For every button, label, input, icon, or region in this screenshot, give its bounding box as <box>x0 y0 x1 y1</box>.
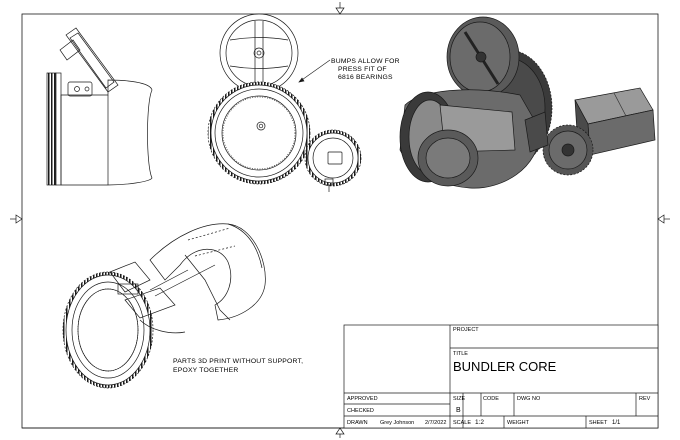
approved-label: APPROVED <box>347 396 378 402</box>
size-value: B <box>456 407 461 414</box>
bumps-note-line3: 6816 BEARINGS <box>338 74 393 81</box>
project-label: PROJECT <box>453 327 479 333</box>
front-gear-view <box>207 13 362 192</box>
checked-label: CHECKED <box>347 408 374 414</box>
rev-label: REV <box>639 396 651 402</box>
print-note-line1: PARTS 3D PRINT WITHOUT SUPPORT, <box>173 358 303 365</box>
bumps-note-line2: PRESS FIT OF <box>338 66 387 73</box>
drawn-label: DRAWN <box>347 420 368 426</box>
scale-value: 1:2 <box>475 419 484 426</box>
sheet-value: 1/1 <box>612 420 621 426</box>
isometric-assembly-view <box>399 16 656 189</box>
zone-markers <box>10 2 670 438</box>
sheet-label: SHEET <box>589 420 608 426</box>
drawn-by: Grey Johnson <box>380 420 414 426</box>
drawing-title: BUNDLER CORE <box>453 359 557 374</box>
dwg-no-label: DWG NO <box>517 396 541 402</box>
title-label: TITLE <box>453 351 468 357</box>
code-label: CODE <box>483 396 499 402</box>
bumps-leader <box>298 59 331 83</box>
side-profile-view <box>46 27 153 186</box>
weight-label: WEIGHT <box>507 420 530 426</box>
bumps-note-line1: BUMPS ALLOW FOR <box>331 58 400 65</box>
print-note-line2: EPOXY TOGETHER <box>173 367 239 374</box>
size-label: SIZE <box>453 396 466 402</box>
scale-label: SCALE <box>453 420 471 426</box>
drawn-date: 2/7/2022 <box>425 420 446 426</box>
title-block <box>343 324 659 429</box>
exploded-isometric-view <box>62 223 266 389</box>
